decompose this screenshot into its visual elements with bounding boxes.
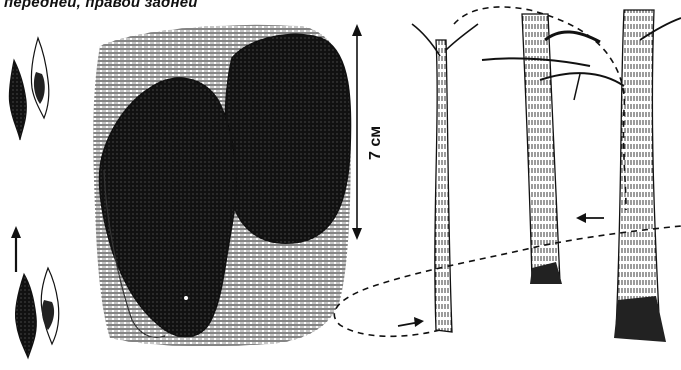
forest-scene — [334, 7, 681, 342]
arrow-right-icon — [398, 317, 424, 327]
arrow-left-icon — [576, 213, 604, 223]
small-tracks-bottom — [15, 268, 58, 358]
scale-bar: 7 см — [352, 24, 384, 240]
small-tracks-top — [9, 38, 49, 140]
footprint-drawing — [93, 25, 350, 346]
arrow-up-icon — [11, 226, 21, 272]
scale-label: 7 см — [367, 126, 384, 160]
